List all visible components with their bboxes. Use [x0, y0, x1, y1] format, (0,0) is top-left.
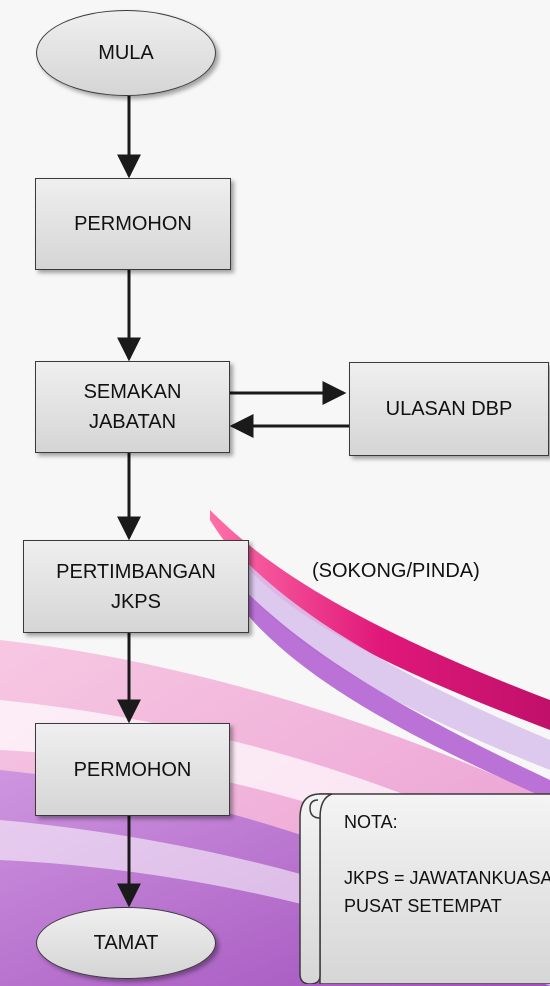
process-applicant-1: PERMOHON: [35, 178, 231, 270]
process-dbp-review: ULASAN DBP: [349, 362, 549, 456]
note-line-1: JKPS = JAWATANKUASA: [344, 868, 550, 888]
process-jkps-consideration: PERTIMBANGAN JKPS: [23, 540, 249, 633]
process-applicant-2: PERMOHON: [35, 723, 230, 816]
end-terminal: TAMAT: [36, 907, 216, 979]
consideration-outcome-label: (SOKONG/PINDA): [312, 560, 480, 582]
process-applicant-2-label: PERMOHON: [73, 758, 192, 781]
start-label: MULA: [98, 42, 154, 64]
end-label: TAMAT: [93, 932, 159, 954]
note-scroll: [299, 793, 550, 984]
process-department-check: SEMAKAN JABATAN: [35, 361, 230, 453]
start-terminal: MULA: [36, 10, 216, 96]
process-applicant-1-label: PERMOHON: [74, 213, 192, 235]
process-department-check-label: SEMAKAN JABATAN: [83, 381, 182, 433]
note-text: NOTA: JKPS = JAWATANKUASA PUSAT SETEMPAT: [344, 808, 550, 920]
note-line-2: PUSAT SETEMPAT: [344, 896, 502, 916]
note-title: NOTA:: [344, 812, 398, 832]
process-dbp-review-label: ULASAN DBP: [385, 398, 513, 420]
process-jkps-consideration-label: PERTIMBANGAN JKPS: [56, 560, 216, 613]
